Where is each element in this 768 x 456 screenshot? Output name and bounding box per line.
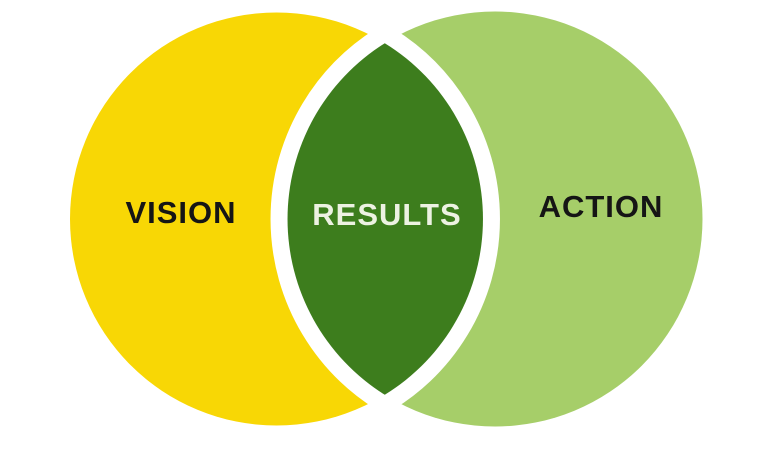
results-label: RESULTS <box>312 197 461 232</box>
action-label: ACTION <box>539 189 664 224</box>
results-intersection-lens <box>270 23 500 415</box>
vision-label: VISION <box>125 195 236 230</box>
